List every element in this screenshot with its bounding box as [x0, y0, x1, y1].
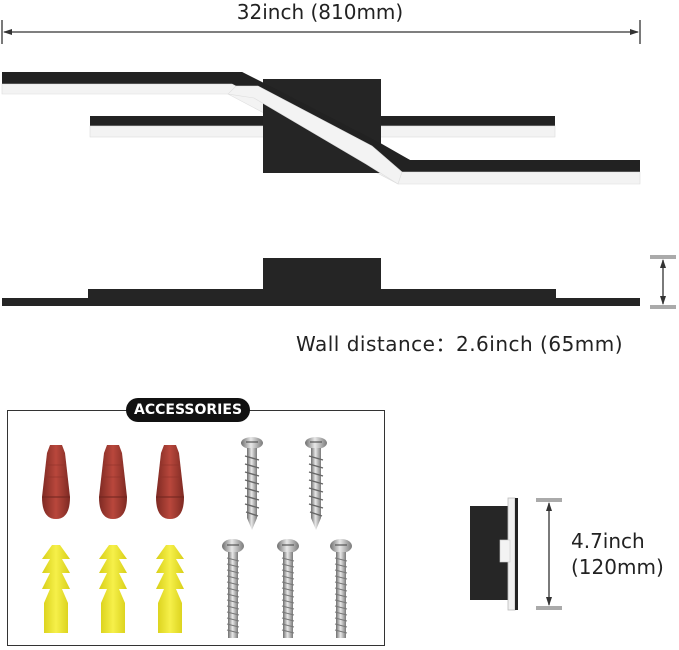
width-dimension-line	[1, 20, 641, 44]
fixture-end-view	[470, 497, 518, 611]
wire-nuts	[42, 445, 184, 519]
height-dimension-line	[536, 498, 562, 610]
wall-anchors	[42, 545, 184, 633]
wall-distance-label: Wall distance：2.6inch (65mm)	[296, 332, 624, 356]
long-screws	[222, 539, 352, 638]
width-dimension-label: 32inch (810mm)	[236, 0, 404, 24]
accessories-box	[7, 410, 385, 646]
height-label-inch: 4.7inch	[571, 529, 645, 553]
short-screws	[241, 437, 327, 530]
fixture-front-view	[1, 72, 641, 185]
accessories-title: ACCESSORIES	[126, 398, 251, 422]
height-dimension-label: 4.7inch (120mm)	[571, 528, 664, 580]
fixture-side-view	[2, 258, 640, 306]
height-label-mm: (120mm)	[571, 555, 664, 579]
wall-distance-dimension-line	[650, 255, 676, 309]
